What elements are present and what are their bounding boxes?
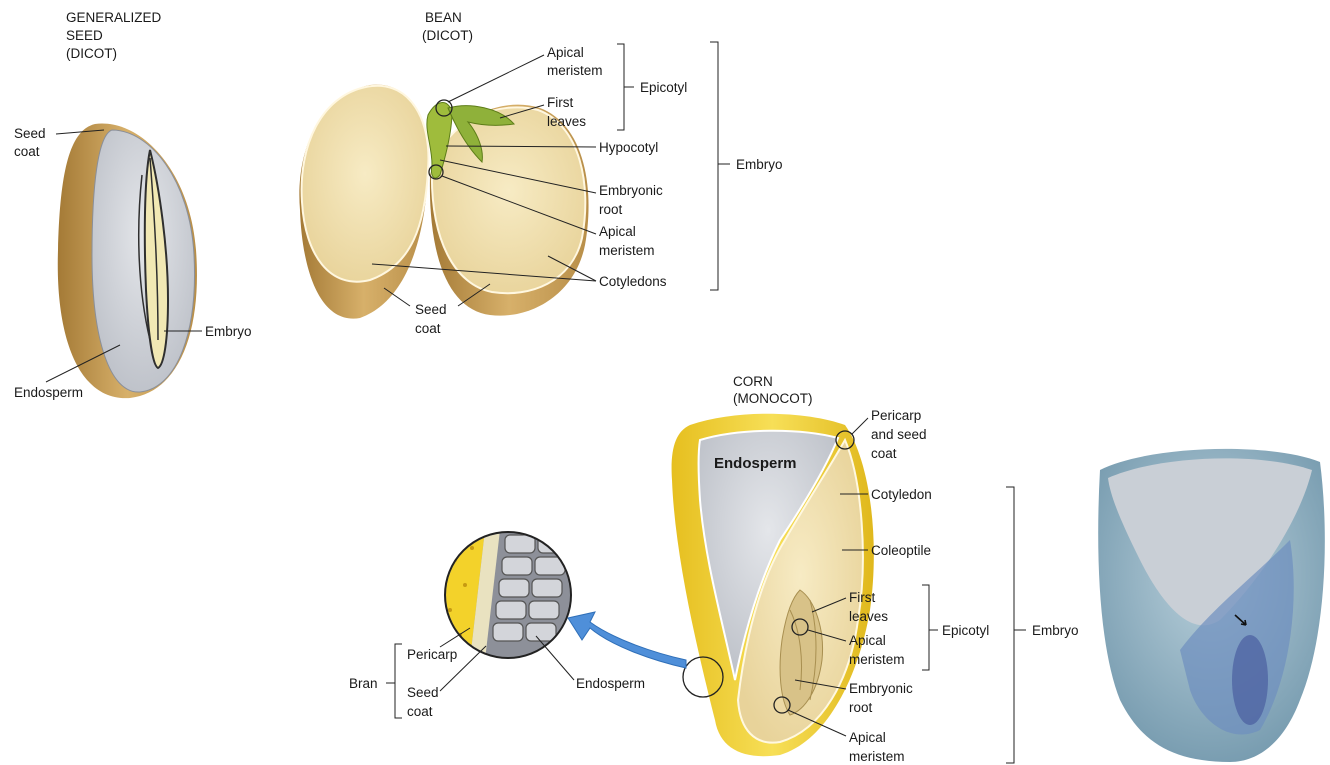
bean-epicotyl-label: Epicotyl: [640, 80, 687, 95]
bean-embryonic-root-line2: root: [599, 202, 623, 217]
corn-apical-meristem-mid-line2: meristem: [849, 652, 905, 667]
generalized-title-line3: (DICOT): [66, 46, 117, 61]
bean-first-leaves-line2: leaves: [547, 114, 586, 129]
bean-first-leaves-line1: First: [547, 95, 573, 110]
generalized-seed-coat-label-line2: coat: [14, 144, 40, 159]
bean-embryo-label: Embryo: [736, 157, 783, 172]
corn-pericarp-line1: Pericarp: [871, 408, 921, 423]
bran-endosperm-text: Endosperm: [576, 676, 645, 691]
bean-epicotyl-bracket: Epicotyl: [617, 44, 687, 130]
bran-seed-coat-line2: coat: [407, 704, 433, 719]
bran-pericarp-text: Pericarp: [407, 647, 457, 662]
bean-embryonic-root-line1: Embryonic: [599, 183, 663, 198]
leader-line: [536, 636, 574, 680]
bean-apical-meristem-bottom-line2: meristem: [599, 243, 655, 258]
bran-bracket: Bran: [349, 644, 402, 718]
corn-first-leaves-line2: leaves: [849, 609, 888, 624]
bean-title-line1: BEAN: [425, 10, 462, 25]
generalized-seed-title: GENERALIZED SEED (DICOT): [66, 10, 162, 61]
bean-seed-coat-line1: Seed: [415, 302, 447, 317]
corn-apical-meristem-bottom-line2: meristem: [849, 749, 905, 764]
generalized-title-line1: GENERALIZED: [66, 10, 162, 25]
corn-kernel-micrograph: [1098, 449, 1325, 762]
bean-title-line2: (DICOT): [422, 28, 473, 43]
corn-embryonic-root-line2: root: [849, 700, 873, 715]
corn-title: CORN (MONOCOT): [733, 374, 812, 406]
corn-title-line1: CORN: [733, 374, 773, 389]
corn-epicotyl-label: Epicotyl: [942, 623, 989, 638]
bean-apical-meristem-top-label: Apical meristem: [448, 45, 603, 102]
corn-apical-meristem-bottom-line1: Apical: [849, 730, 886, 745]
leader-line: [448, 55, 544, 102]
corn-pericarp-label: Pericarp and seed coat: [852, 408, 927, 461]
bean-seed-figure: [299, 85, 588, 319]
generalized-seed-figure: [58, 124, 197, 399]
corn-title-line2: (MONOCOT): [733, 391, 812, 406]
corn-apical-meristem-mid-line1: Apical: [849, 633, 886, 648]
magnify-arrow-icon: [568, 612, 686, 668]
corn-pericarp-line2: and seed: [871, 427, 927, 442]
corn-embryo-label: Embryo: [1032, 623, 1079, 638]
bean-hypocotyl-text: Hypocotyl: [599, 140, 658, 155]
bean-cotyledon-right: [432, 107, 585, 293]
generalized-endosperm-label-text: Endosperm: [14, 385, 83, 400]
bean-seed-coat-line2: coat: [415, 321, 441, 336]
generalized-seed-coat-label-line1: Seed: [14, 126, 46, 141]
bean-apical-meristem-bottom-line1: Apical: [599, 224, 636, 239]
corn-cotyledon-text: Cotyledon: [871, 487, 932, 502]
bean-embryo-bracket: Embryo: [710, 42, 783, 290]
leader-line: [852, 418, 868, 434]
bean-title: BEAN (DICOT): [422, 10, 473, 43]
bran-label: Bran: [349, 676, 378, 691]
bean-apical-meristem-top-line1: Apical: [547, 45, 584, 60]
bran-seed-coat-line1: Seed: [407, 685, 439, 700]
corn-embryo-bracket: Embryo: [1006, 487, 1079, 763]
bean-apical-meristem-top-line2: meristem: [547, 63, 603, 78]
corn-endosperm-inner-label: Endosperm: [714, 455, 797, 472]
corn-pericarp-line3: coat: [871, 446, 897, 461]
corn-epicotyl-bracket: Epicotyl: [922, 585, 989, 670]
generalized-embryo-label-text: Embryo: [205, 324, 252, 339]
generalized-endosperm: [92, 130, 195, 392]
corn-first-leaves-line1: First: [849, 590, 875, 605]
bran-magnified-circle: [430, 530, 580, 660]
bean-cotyledons-text: Cotyledons: [599, 274, 667, 289]
corn-coleoptile-text: Coleoptile: [871, 543, 931, 558]
generalized-title-line2: SEED: [66, 28, 103, 43]
corn-embryonic-root-line1: Embryonic: [849, 681, 913, 696]
